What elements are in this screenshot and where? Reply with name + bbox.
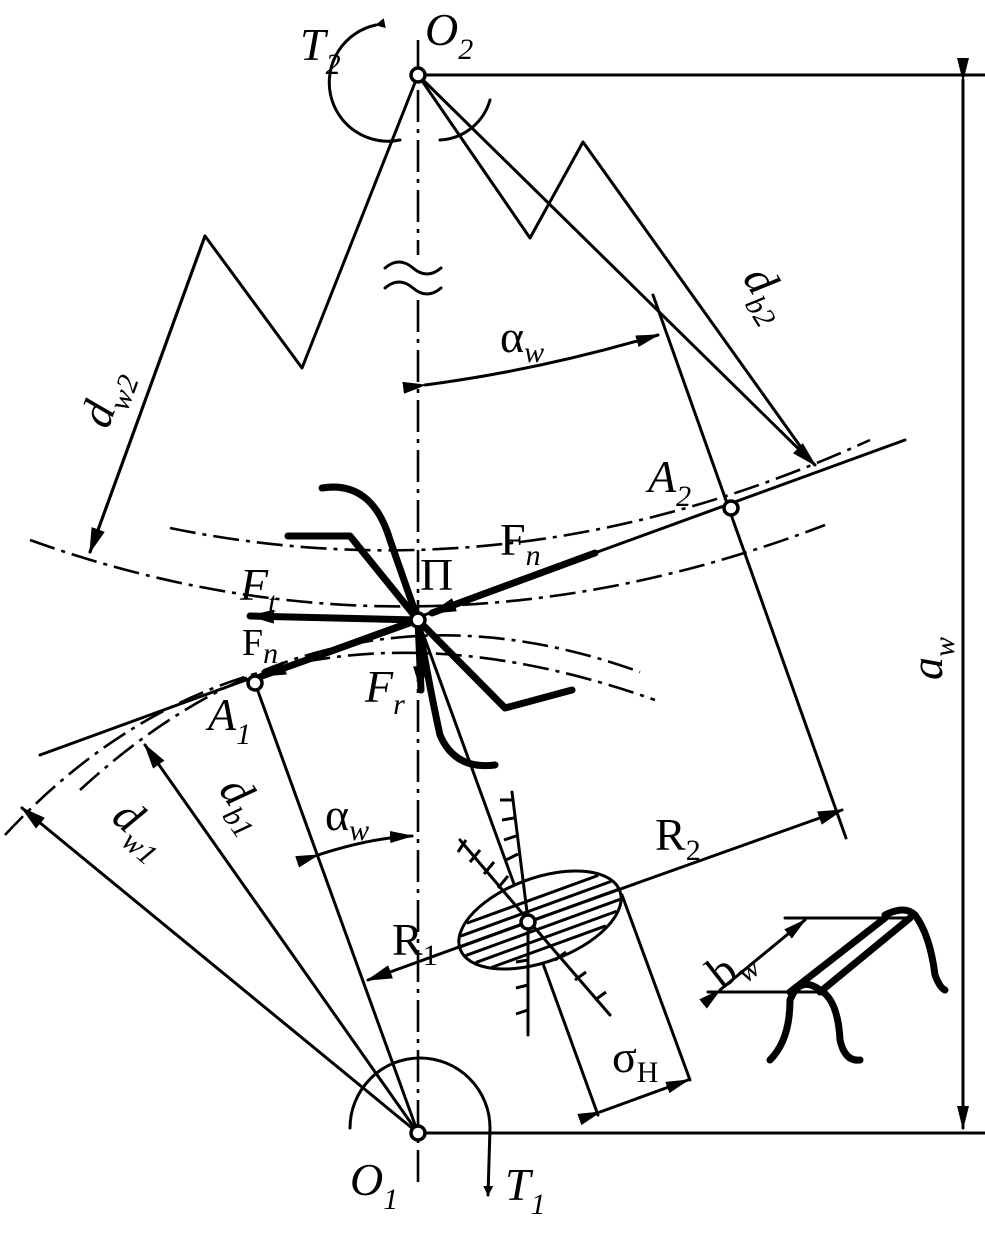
- label-dw1: dw1: [98, 789, 181, 872]
- sigma-h-ext: [620, 893, 692, 1082]
- label-r2: R2: [655, 809, 701, 867]
- contact-stress-ellipse: [457, 869, 623, 971]
- label-fn-left: Fn: [242, 622, 278, 670]
- label-a1: A1: [205, 689, 251, 751]
- label-db1: db1: [202, 766, 282, 844]
- face-width-sketch: [699, 906, 949, 1064]
- point-a2: [722, 499, 740, 517]
- point-o2: [409, 66, 427, 84]
- tooth-profile-gear2: [318, 483, 422, 624]
- dw2-leader: [88, 234, 207, 554]
- label-alpha-bottom: αw: [325, 789, 369, 847]
- r1-dimension: [366, 920, 530, 982]
- label-fr: Fr: [364, 661, 405, 721]
- alpha-w-bottom-arc: [295, 831, 414, 868]
- tooth-profile-gear1: [414, 616, 576, 712]
- contact-normal-line: [416, 618, 600, 1117]
- force-fn-upper: [428, 549, 599, 617]
- axis-break-mark: [383, 260, 443, 276]
- base-circle-db1: [79, 634, 641, 791]
- db1-leader: [143, 743, 420, 1135]
- label-r1: R1: [392, 914, 438, 972]
- label-o1: O1: [350, 1154, 398, 1216]
- point-o1: [409, 1124, 427, 1142]
- point-contact: [519, 913, 537, 931]
- dw1-leader: [20, 806, 420, 1135]
- force-ft: [246, 609, 422, 624]
- label-pi: П: [420, 549, 453, 600]
- torque-t1-arc: [348, 1056, 494, 1197]
- tooth-profile-gear1-b: [414, 616, 499, 770]
- radius-o1-a1: [253, 681, 420, 1135]
- label-o2: O2: [425, 4, 473, 66]
- label-dw2: dw2: [69, 361, 145, 436]
- tooth-profile-gear2-b: [284, 532, 422, 624]
- alpha-w-top-arc: [402, 333, 660, 394]
- radius-o2-a2: [651, 293, 848, 840]
- gear2-teeth-outline-right: [416, 73, 812, 462]
- label-sigma-h: σH: [612, 1031, 658, 1089]
- label-ft: Ft: [239, 559, 277, 619]
- label-a2: A2: [645, 451, 691, 513]
- base-circle-db2: [169, 438, 871, 552]
- stress-hatch-upper: [458, 790, 530, 922]
- force-fn-lower: [258, 616, 422, 680]
- label-aw: aw: [901, 637, 961, 680]
- point-pitch-p: [409, 611, 427, 629]
- axis-break-mark-2: [383, 280, 443, 296]
- stress-hatch-ticks: [456, 798, 607, 1016]
- label-t2: T2: [300, 19, 341, 81]
- label-db2: db2: [726, 256, 805, 333]
- force-fr: [412, 616, 427, 694]
- label-alpha-top: αw: [500, 311, 544, 369]
- point-a1: [246, 674, 264, 692]
- sigma-h-dimension: [577, 1078, 690, 1126]
- label-t1: T1: [505, 1159, 546, 1221]
- r2-dimension: [526, 808, 844, 924]
- label-fn-upper: Fn: [500, 514, 541, 572]
- pitch-circle-dw2: [29, 523, 826, 608]
- db2-leader: [416, 73, 817, 467]
- gear2-teeth-outline: [88, 73, 420, 554]
